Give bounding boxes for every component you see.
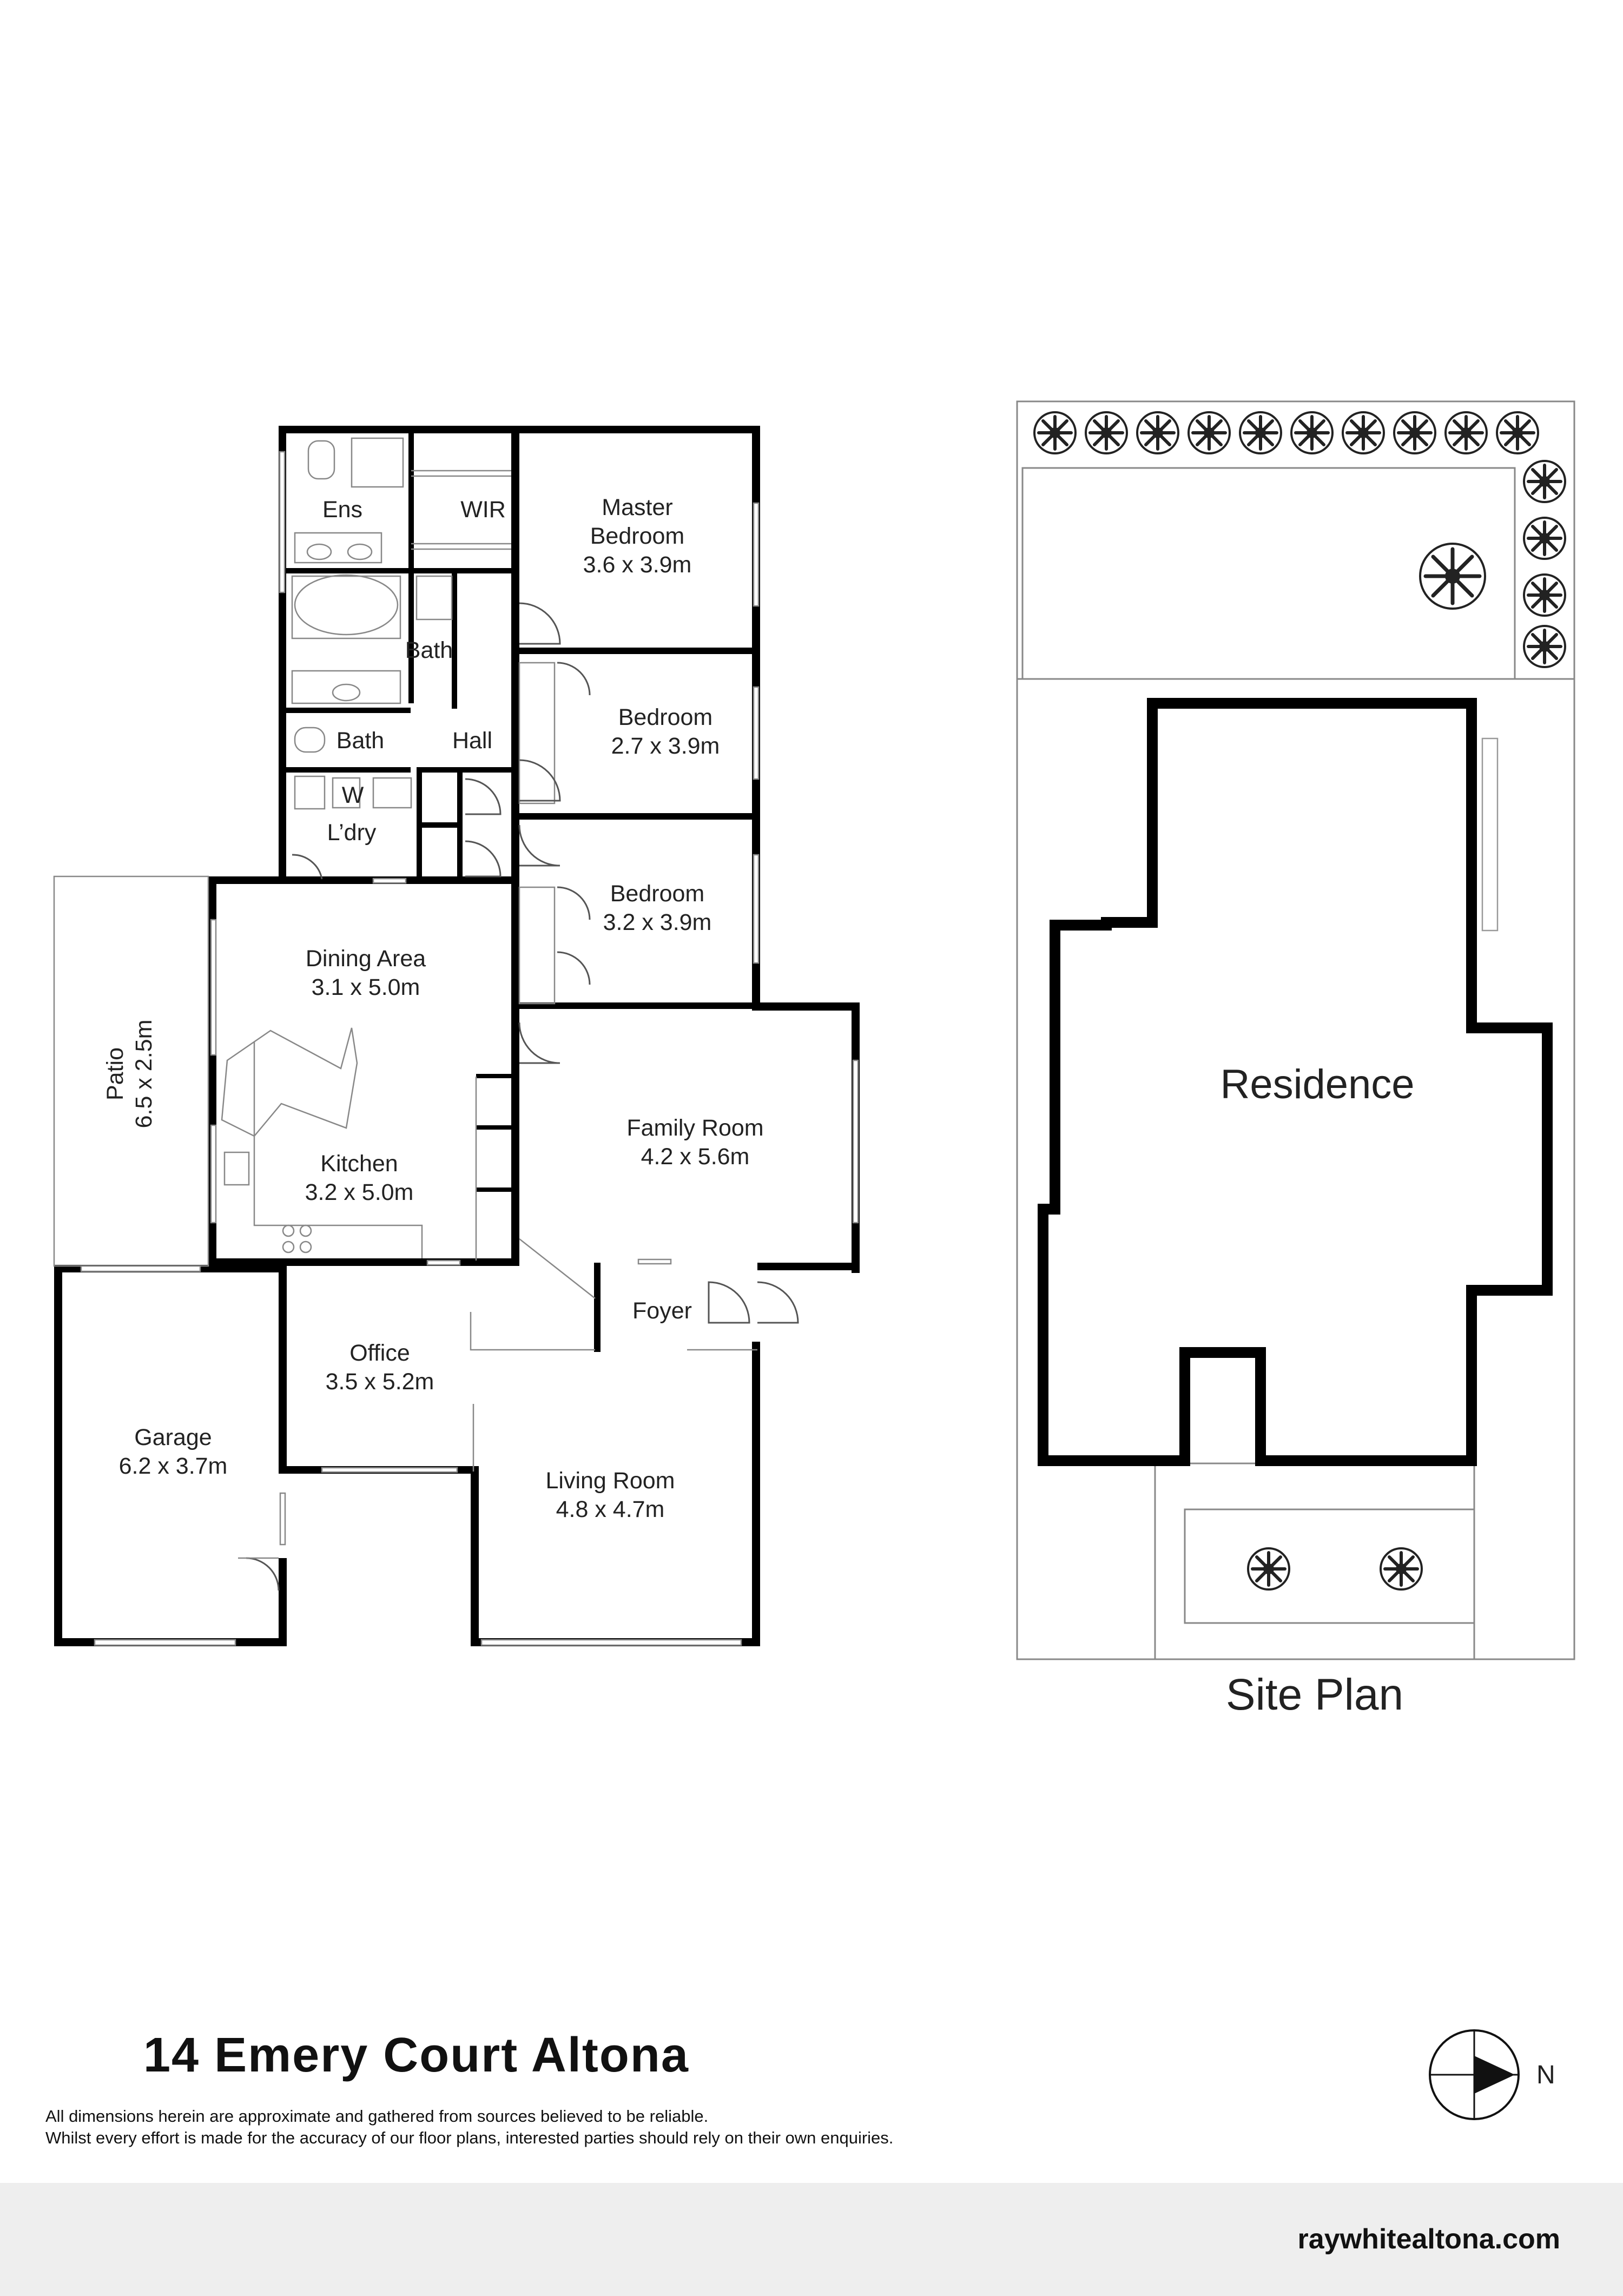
room-foyer-name: Foyer xyxy=(632,1298,692,1324)
room-laundry-name: L’dry xyxy=(327,820,377,846)
disclaimer-line-2: Whilst every effort is made for the accu… xyxy=(45,2128,894,2147)
room-garage-size: 6.2 x 3.7m xyxy=(119,1453,228,1479)
room-master-name2: Bedroom xyxy=(590,523,684,549)
room-garage-name: Garage xyxy=(134,1424,212,1450)
room-w-name: W xyxy=(342,782,364,808)
room-bedroom2-name: Bedroom xyxy=(618,704,712,730)
room-dining-size: 3.1 x 5.0m xyxy=(312,974,420,1000)
room-living-size: 4.8 x 4.7m xyxy=(556,1496,665,1522)
compass-north-label: N xyxy=(1536,2061,1555,2089)
room-bath2-name: Bath xyxy=(337,728,384,754)
room-ens-name: Ens xyxy=(322,497,362,523)
room-bedroom3-name: Bedroom xyxy=(610,881,704,907)
room-master-size: 3.6 x 3.9m xyxy=(583,552,692,578)
compass-rose xyxy=(1429,2029,1520,2120)
room-living-name: Living Room xyxy=(546,1468,675,1494)
property-title: 14 Emery Court Altona xyxy=(143,2028,689,2082)
room-master-name: Master xyxy=(602,494,672,520)
room-labels: Ens WIR Master Bedroom 3.6 x 3.9m Bath B… xyxy=(102,494,764,1522)
room-family-size: 4.2 x 5.6m xyxy=(641,1144,750,1170)
room-hall-name: Hall xyxy=(452,728,492,754)
room-patio-name: Patio xyxy=(102,1047,128,1100)
disclaimer-line-1: All dimensions herein are approximate an… xyxy=(45,2107,709,2126)
residence-label: Residence xyxy=(1220,1061,1414,1107)
room-dining-name: Dining Area xyxy=(306,946,426,972)
site-plan-drawing xyxy=(1016,400,1575,1660)
room-family-name: Family Room xyxy=(626,1115,763,1141)
residence-outline xyxy=(1038,698,1553,1466)
room-bedroom2-size: 2.7 x 3.9m xyxy=(611,733,720,759)
room-patio-size: 6.5 x 2.5m xyxy=(131,1020,157,1129)
room-wir-name: WIR xyxy=(460,497,506,523)
footer-bar: raywhitealtona.com xyxy=(0,2183,1623,2296)
room-kitchen-name: Kitchen xyxy=(320,1151,398,1177)
floor-plan-details xyxy=(53,437,859,1646)
site-plan-caption: Site Plan xyxy=(1226,1670,1403,1719)
room-office-name: Office xyxy=(349,1340,410,1366)
website-link[interactable]: raywhitealtona.com xyxy=(1297,2224,1560,2255)
room-bath1-name: Bath xyxy=(405,637,453,663)
room-office-size: 3.5 x 5.2m xyxy=(326,1369,434,1395)
disclaimer: All dimensions herein are approximate an… xyxy=(45,2106,893,2149)
room-bedroom3-size: 3.2 x 3.9m xyxy=(603,909,712,935)
room-kitchen-size: 3.2 x 5.0m xyxy=(305,1179,414,1205)
